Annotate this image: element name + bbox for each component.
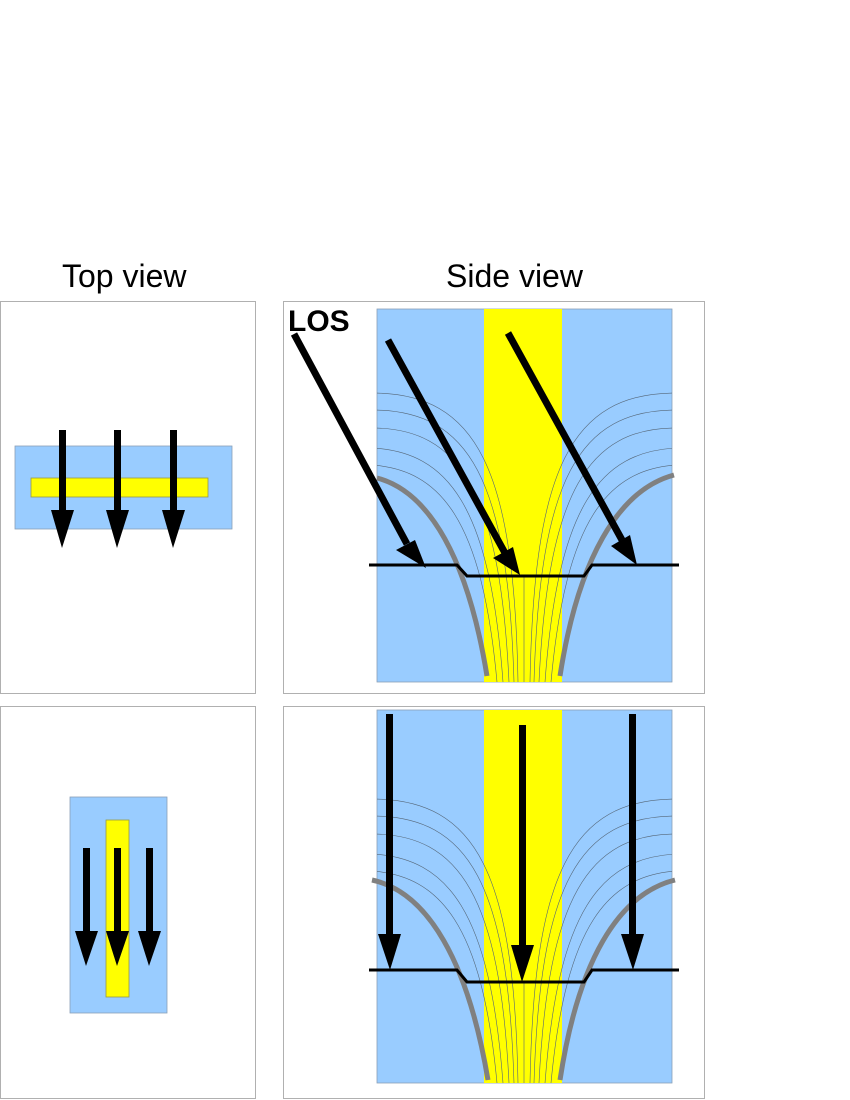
field-lines bbox=[377, 798, 672, 1083]
arrow-head bbox=[51, 510, 74, 548]
arrow-head bbox=[138, 931, 161, 966]
side-view-upper: LOS bbox=[288, 305, 679, 683]
arrow-head bbox=[75, 931, 98, 966]
field-lines bbox=[377, 392, 672, 682]
arrow-shaft bbox=[114, 848, 121, 933]
side-view-heading: Side view bbox=[446, 258, 583, 294]
arrow-shaft bbox=[59, 430, 66, 512]
top-view-heading: Top view bbox=[62, 258, 187, 294]
los-arrows bbox=[290, 331, 637, 575]
arrow-head bbox=[106, 510, 129, 548]
surface-profile bbox=[369, 563, 679, 578]
arrow-shaft bbox=[114, 430, 121, 512]
side-view-yellow-column bbox=[484, 309, 562, 682]
thick-boundary-curve-left bbox=[376, 475, 490, 677]
arrow-shaft bbox=[83, 848, 90, 933]
surface-profile bbox=[369, 968, 679, 984]
arrow-head bbox=[106, 931, 129, 966]
side-view-lower bbox=[369, 709, 679, 1084]
arrow-shaft bbox=[170, 430, 177, 512]
thick-boundary-curve-right bbox=[557, 472, 675, 677]
top-view-lower bbox=[69, 796, 168, 1014]
los-label: LOS bbox=[288, 305, 350, 338]
arrow-shaft bbox=[146, 848, 153, 933]
arrow-head bbox=[162, 510, 185, 548]
top-view-upper bbox=[14, 430, 233, 548]
thick-boundary-curve-right bbox=[557, 877, 676, 1081]
vertical-arrows bbox=[378, 714, 644, 982]
